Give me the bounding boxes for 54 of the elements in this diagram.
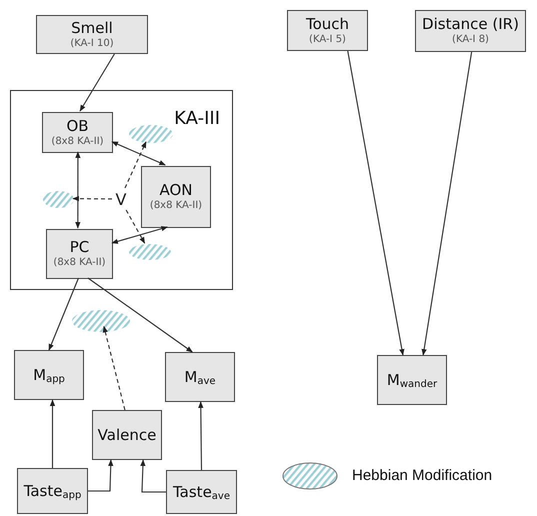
hatched-region [129, 244, 171, 260]
arrow [88, 459, 114, 492]
box-title: M$_{app}$ [33, 366, 65, 384]
node-label: V [113, 189, 129, 211]
arrow [50, 399, 56, 468]
box-subtitle: (8x8 KA-II) [150, 200, 202, 213]
arrow [111, 141, 166, 166]
process-box [14, 350, 84, 400]
arrow [80, 54, 115, 112]
box-title: Smell [71, 18, 113, 38]
arrow [111, 226, 168, 244]
arrow [75, 151, 81, 229]
process-box [46, 229, 113, 279]
box-subtitle: (8x8 KA-II) [53, 257, 106, 270]
arrow [140, 459, 166, 493]
box-subtitle: (KA-I 10) [70, 38, 114, 50]
box-subtitle: (KA-I 5) [309, 34, 346, 46]
arrow [72, 196, 112, 202]
process-box [165, 352, 235, 402]
legend-label: Hebbian Modification [352, 466, 492, 486]
arrow [126, 210, 146, 244]
arrow [198, 401, 204, 470]
arrow [102, 326, 126, 410]
process-box [92, 410, 162, 460]
box-subtitle: (KA-I 8) [452, 34, 489, 47]
process-box [377, 355, 447, 405]
box-title: PC [70, 238, 90, 257]
hatched-region [129, 125, 173, 143]
group-title: KA-III [174, 107, 220, 131]
box-title: M$_{wander}$ [386, 370, 438, 390]
process-box [166, 470, 237, 514]
hatched-region [43, 191, 74, 208]
box-title: Taste$_{ave}$ [173, 482, 230, 502]
arrow [422, 52, 472, 356]
box-title: AON [159, 181, 193, 200]
hatched-region [72, 310, 130, 332]
arrow [88, 278, 193, 352]
arrow [347, 50, 404, 356]
box-subtitle: (8x8 KA-II) [51, 136, 104, 148]
box-title: Distance (IR) [422, 15, 519, 34]
process-box [42, 112, 113, 153]
box-title: Valence [98, 426, 156, 444]
box-title: Touch [306, 14, 350, 34]
box-title: M$_{ave}$ [184, 368, 216, 386]
process-box [415, 10, 526, 52]
box-title: Taste$_{app}$ [24, 482, 82, 500]
process-box [287, 10, 368, 51]
process-box [36, 15, 148, 54]
process-box [141, 166, 211, 228]
process-box [17, 468, 88, 514]
group-box [10, 90, 233, 290]
arrow [124, 141, 146, 188]
box-title: OB [66, 116, 89, 136]
arrow [48, 278, 79, 351]
